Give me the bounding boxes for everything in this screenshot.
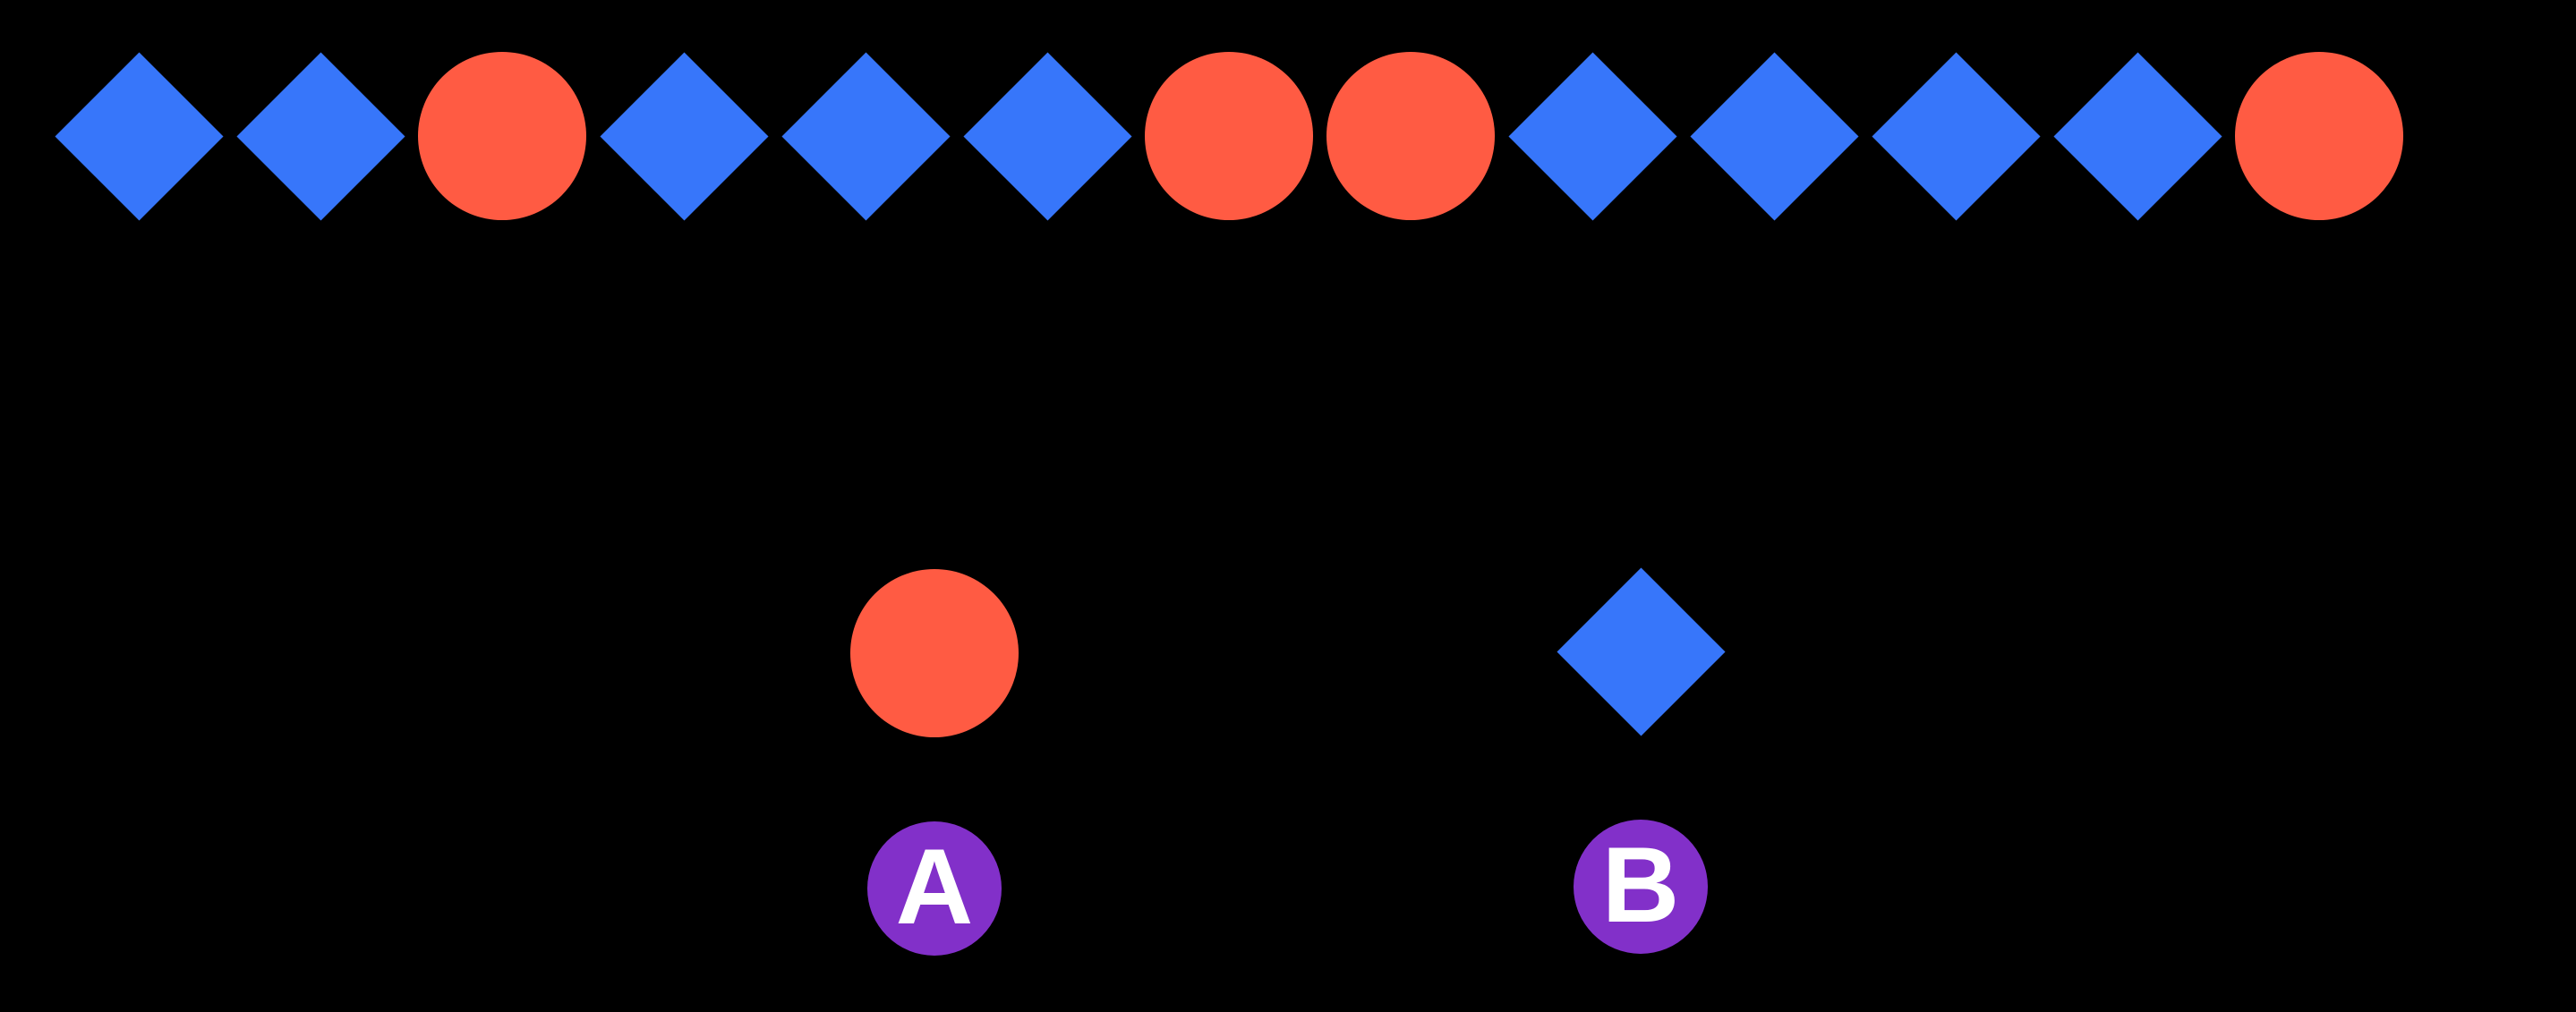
sequence-diamond-shape bbox=[1690, 52, 1858, 220]
sequence-diamond-shape bbox=[236, 52, 405, 220]
sequence-diamond-shape bbox=[55, 52, 223, 220]
option-a-badge[interactable]: A bbox=[867, 821, 1002, 956]
option-a[interactable]: A bbox=[850, 569, 1019, 956]
option-b-shape[interactable] bbox=[1557, 567, 1725, 736]
shape-sequence-row bbox=[55, 52, 2403, 220]
sequence-diamond-shape bbox=[2053, 52, 2222, 220]
option-b[interactable]: B bbox=[1557, 567, 1725, 954]
option-a-label: A bbox=[895, 827, 974, 947]
sequence-diamond-shape bbox=[1508, 52, 1676, 220]
sequence-diamond-shape bbox=[600, 52, 768, 220]
sequence-circle-shape bbox=[2235, 52, 2403, 220]
sequence-circle-shape bbox=[418, 52, 586, 220]
sequence-diamond-shape bbox=[1872, 52, 2040, 220]
sequence-diamond-shape bbox=[963, 52, 1131, 220]
option-a-shape[interactable] bbox=[850, 569, 1019, 737]
option-b-badge[interactable]: B bbox=[1574, 820, 1708, 954]
sequence-circle-shape bbox=[1145, 52, 1313, 220]
sequence-circle-shape bbox=[1326, 52, 1495, 220]
option-b-label: B bbox=[1601, 825, 1680, 945]
sequence-diamond-shape bbox=[781, 52, 950, 220]
